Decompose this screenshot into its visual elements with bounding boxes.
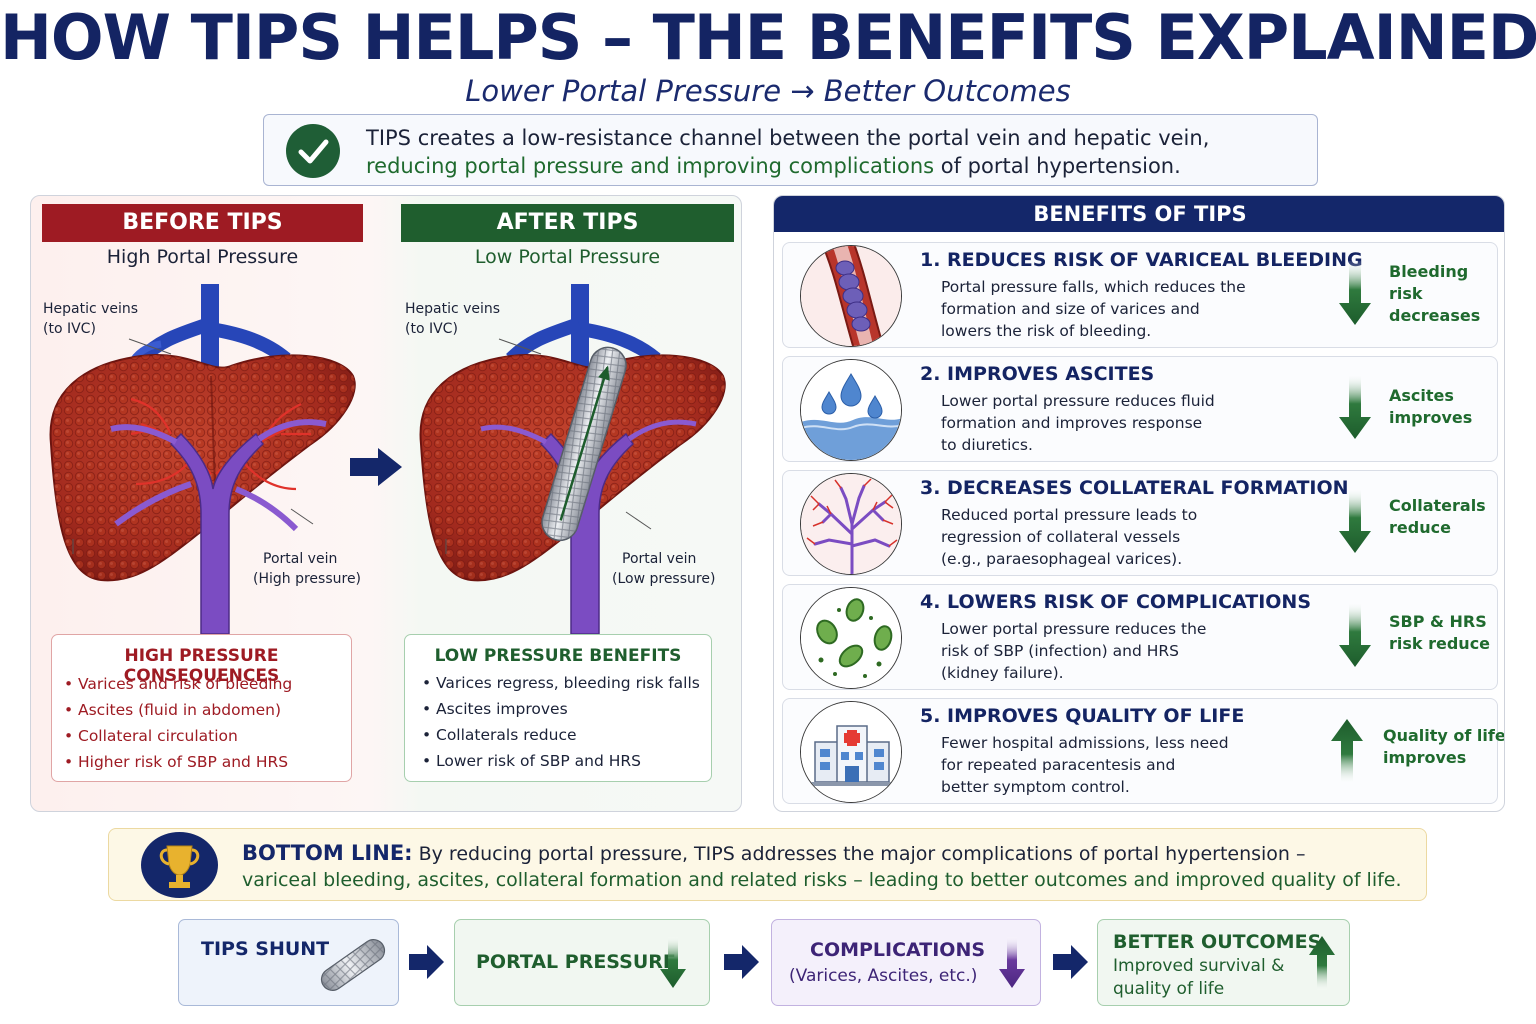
- up-arrow-icon: [1331, 719, 1363, 783]
- benefit-title: 3. DECREASES COLLATERAL FORMATION: [920, 477, 1349, 499]
- bottom-line-callout: BOTTOM LINE: By reducing portal pressure…: [108, 828, 1427, 901]
- before-portal-label: Portal vein(High pressure): [253, 551, 362, 587]
- before-tips-header: BEFORE TIPS: [42, 204, 363, 242]
- flow-arrow-icon: [409, 945, 444, 979]
- benefit-item-complications: 4. LOWERS RISK OF COMPLICATIONS Lower po…: [782, 584, 1498, 690]
- after-hepatic-label: Hepatic veins(to IVC): [405, 301, 501, 337]
- intro-callout: TIPS creates a low-resistance channel be…: [263, 114, 1318, 186]
- low-pressure-benefits-box: LOW PRESSURE BENEFITS Varices regress, b…: [404, 634, 712, 782]
- check-icon: [286, 124, 340, 178]
- list-item: Higher risk of SBP and HRS: [64, 749, 292, 775]
- transition-arrow-icon: [350, 448, 402, 486]
- down-arrow-icon: [1339, 489, 1371, 553]
- list-item: Varices and risk of bleeding: [64, 671, 292, 697]
- list-item: Lower risk of SBP and HRS: [422, 748, 700, 774]
- flow-step-tips-shunt: TIPS SHUNT: [178, 919, 399, 1006]
- after-tips-header: AFTER TIPS: [401, 204, 734, 242]
- bottom-line-text-2: variceal bleeding, ascites, collateral f…: [242, 869, 1402, 891]
- benefits-panel: BENEFITS OF TIPS 1. REDUCES RISK OF VARI…: [773, 195, 1505, 812]
- bottom-line-text-1: BOTTOM LINE: By reducing portal pressure…: [242, 841, 1306, 865]
- trophy-icon: [141, 832, 218, 898]
- high-pressure-consequences-box: HIGH PRESSURE CONSEQUENCES Varices and r…: [51, 634, 352, 782]
- intro-line-2-rest: of portal hypertension.: [934, 154, 1181, 178]
- bottom-line-label: BOTTOM LINE:: [242, 841, 413, 865]
- benefit-item-quality-of-life: 5. IMPROVES QUALITY OF LIFE Fewer hospit…: [782, 698, 1504, 804]
- bacteria-icon: [800, 587, 902, 689]
- before-subheader: High Portal Pressure: [106, 246, 299, 268]
- vessels-icon: [800, 473, 902, 575]
- flow-arrow-icon: [1053, 945, 1088, 979]
- list-item: Collaterals reduce: [422, 722, 700, 748]
- flow-step-4-subtitle: Improved survival &quality of life: [1113, 956, 1285, 999]
- benefit-item-collateral: 3. DECREASES COLLATERAL FORMATION Reduce…: [782, 470, 1498, 576]
- before-after-panel: BEFORE TIPS High Portal Pressure AFTER T…: [30, 195, 742, 812]
- down-arrow-icon: [1339, 603, 1371, 667]
- benefit-title: 1. REDUCES RISK OF VARICEAL BLEEDING: [920, 249, 1363, 271]
- benefit-title: 5. IMPROVES QUALITY OF LIFE: [920, 705, 1245, 727]
- intro-highlight: reducing portal pressure and improving c…: [366, 154, 935, 178]
- benefit-item-ascites: 2. IMPROVES ASCITES Lower portal pressur…: [782, 356, 1498, 462]
- down-arrow-icon: [999, 937, 1025, 988]
- flow-step-portal-pressure: PORTAL PRESSURE: [454, 919, 710, 1006]
- benefit-title: 2. IMPROVES ASCITES: [920, 363, 1155, 385]
- page-subtitle: Lower Portal Pressure → Better Outcomes: [465, 74, 1071, 108]
- benefit-description: Portal pressure falls, which reduces the…: [941, 278, 1246, 340]
- liver-after-illustration: [419, 284, 726, 634]
- flow-arrow-icon: [724, 945, 759, 979]
- list-item: Collateral circulation: [64, 723, 292, 749]
- benefit-item-variceal-bleeding: 1. REDUCES RISK OF VARICEAL BLEEDING Por…: [782, 242, 1498, 348]
- low-pressure-list: Varices regress, bleeding risk falls Asc…: [422, 670, 700, 774]
- intro-line-2: reducing portal pressure and improving c…: [366, 152, 1181, 180]
- down-arrow-icon: [660, 937, 686, 988]
- down-arrow-icon: [1339, 375, 1371, 439]
- flow-step-complications: COMPLICATIONS (Varices, Ascites, etc.): [771, 919, 1041, 1006]
- up-arrow-icon: [1309, 936, 1335, 990]
- list-item: Ascites improves: [422, 696, 700, 722]
- before-hepatic-label: Hepatic veins(to IVC): [43, 301, 139, 337]
- after-subheader: Low Portal Pressure: [474, 246, 661, 268]
- list-item: Ascites (fluid in abdomen): [64, 697, 292, 723]
- benefits-header: BENEFITS OF TIPS: [774, 196, 1504, 232]
- list-item: Varices regress, bleeding risk falls: [422, 670, 700, 696]
- low-pressure-title: LOW PRESSURE BENEFITS: [434, 646, 682, 666]
- varices-icon: [800, 245, 902, 347]
- after-portal-label: Portal vein(Low pressure): [612, 551, 716, 587]
- stent-icon: [320, 939, 386, 991]
- flow-step-better-outcomes: BETTER OUTCOMES Improved survival &quali…: [1097, 919, 1350, 1006]
- page-title: HOW TIPS HELPS – THE BENEFITS EXPLAINED: [0, 1, 1536, 74]
- fluid-drops-icon: [800, 359, 902, 461]
- down-arrow-icon: [1339, 261, 1371, 325]
- benefit-title: 4. LOWERS RISK OF COMPLICATIONS: [920, 591, 1312, 613]
- intro-line-1: TIPS creates a low-resistance channel be…: [366, 126, 1210, 150]
- hospital-icon: [800, 701, 902, 803]
- liver-before-illustration: [49, 284, 356, 634]
- high-pressure-list: Varices and risk of bleeding Ascites (fl…: [64, 671, 292, 775]
